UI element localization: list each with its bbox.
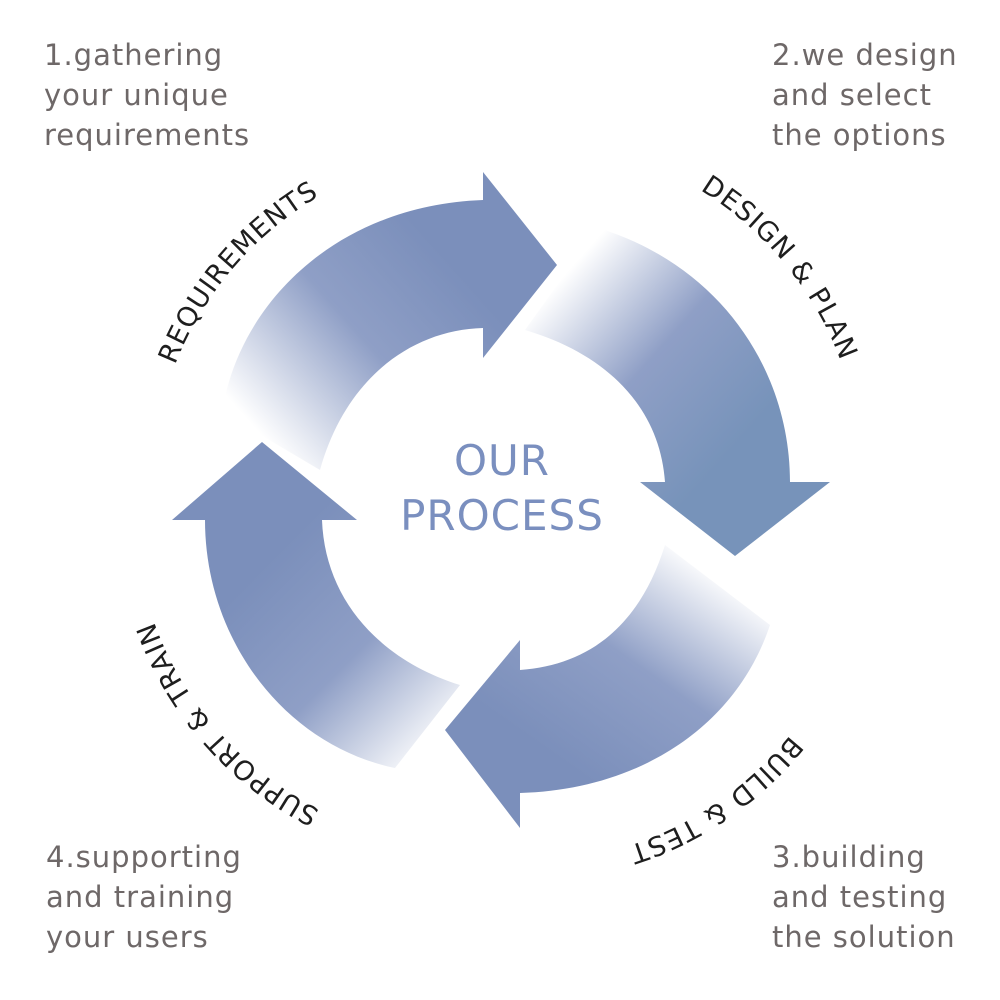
arrow-build-test (445, 545, 770, 828)
description-line: and select (772, 78, 932, 112)
description-line: 3.building (772, 840, 926, 874)
arrow-design-plan (525, 228, 830, 556)
description-line: and testing (772, 880, 948, 914)
description-line: your users (46, 920, 209, 954)
description-line: 4.supporting (46, 840, 242, 874)
description-line: and training (46, 880, 235, 914)
description-line: requirements (44, 118, 251, 152)
description-line: 2.we design (772, 38, 958, 72)
stage-3-description: 3.building and testing the solution (772, 837, 956, 957)
center-title-line-2: PROCESS (400, 491, 604, 540)
stage-2-description: 2.we design and select the options (772, 35, 958, 155)
description-line: your unique (44, 78, 229, 112)
arrow-requirements (222, 172, 557, 470)
arrow-support-train (172, 442, 460, 768)
description-line: the solution (772, 920, 956, 954)
description-line: the options (772, 118, 947, 152)
stage-1-description: 1.gathering your unique requirements (44, 35, 250, 155)
stage-4-description: 4.supporting and training your users (46, 837, 242, 957)
description-line: 1.gathering (44, 38, 224, 72)
center-title-line-1: OUR (454, 436, 550, 485)
